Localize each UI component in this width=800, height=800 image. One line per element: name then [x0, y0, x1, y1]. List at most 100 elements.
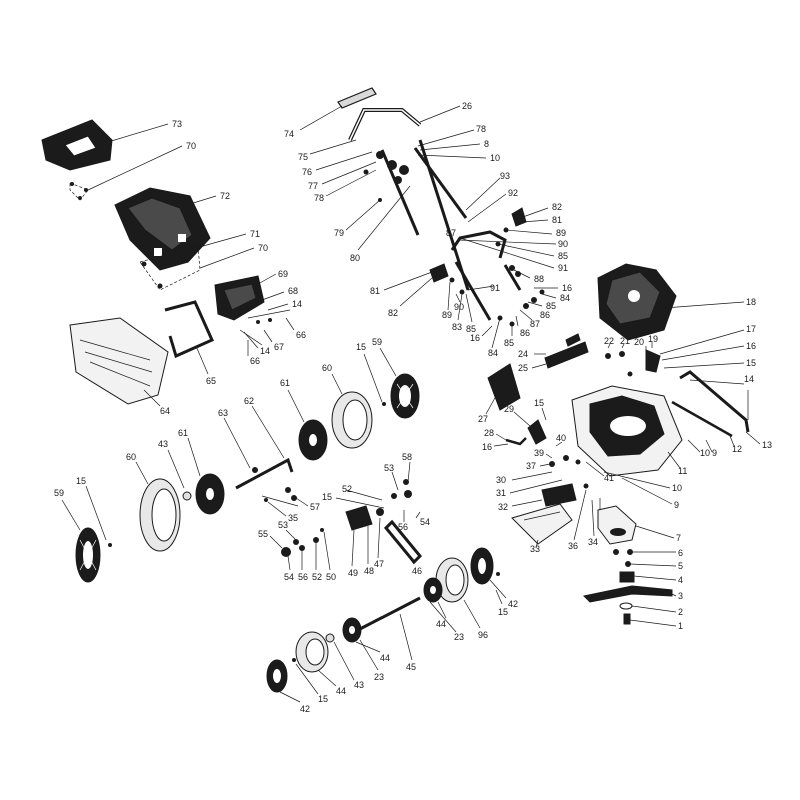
label-54: 54: [284, 572, 294, 582]
label-15: 15: [746, 358, 756, 368]
label-8: 8: [484, 139, 489, 149]
label-25: 25: [518, 363, 528, 373]
label-75: 75: [298, 152, 308, 162]
label-21: 21: [620, 336, 630, 346]
part-76-handle-clamps: [363, 151, 409, 202]
label-52: 52: [312, 572, 322, 582]
part-59-wheel-rear-left: [75, 527, 101, 583]
label-46: 46: [412, 566, 422, 576]
label-87: 87: [446, 228, 456, 238]
label-47: 47: [374, 559, 384, 569]
part-61-hubcap-right: [298, 419, 328, 461]
label-63: 63: [218, 408, 228, 418]
part-7-blade-adapter: [597, 505, 637, 545]
part-26-upper-handle: [348, 108, 422, 141]
label-78: 78: [476, 124, 486, 134]
label-74: 74: [284, 129, 294, 139]
part-44-front-tire-left: [295, 631, 329, 673]
label-66: 66: [296, 330, 306, 340]
label-6: 6: [678, 548, 683, 558]
label-15: 15: [356, 342, 366, 352]
label-89: 89: [442, 310, 452, 320]
label-69: 69: [278, 269, 288, 279]
label-19: 19: [648, 334, 658, 344]
label-90: 90: [454, 302, 464, 312]
label-58: 58: [402, 452, 412, 462]
label-79: 79: [334, 228, 344, 238]
part-69-bag-front: [214, 275, 265, 321]
label-28: 28: [484, 428, 494, 438]
part-59-wheel-rear-right: [390, 373, 420, 419]
label-2: 2: [678, 607, 683, 617]
label-44: 44: [436, 619, 446, 629]
label-59: 59: [372, 337, 382, 347]
label-62: 62: [244, 396, 254, 406]
part-54-drive-parts: [281, 479, 412, 557]
label-85: 85: [546, 301, 556, 311]
part-49-gearbox: [345, 505, 384, 531]
part-80-lower-handle: [380, 149, 420, 236]
label-24: 24: [518, 349, 528, 359]
part-44-front-hubcap-right: [423, 577, 443, 603]
part-29-lever: [527, 419, 547, 445]
label-15: 15: [318, 694, 328, 704]
label-34: 34: [588, 537, 598, 547]
part-12-rod: [671, 400, 733, 438]
label-85: 85: [504, 338, 514, 348]
label-66: 66: [250, 356, 260, 366]
label-1: 1: [678, 621, 683, 631]
part-62-rear-axle: [235, 457, 294, 490]
label-56: 56: [298, 572, 308, 582]
label-81: 81: [370, 286, 380, 296]
part-81-bracket-right: [495, 207, 527, 247]
part-44-front-hubcap-left: [342, 617, 362, 643]
label-56: 56: [398, 522, 408, 532]
label-93: 93: [500, 171, 510, 181]
label-17: 17: [746, 324, 756, 334]
part-43-cap-front: [325, 633, 335, 643]
label-70: 70: [258, 243, 268, 253]
part-73-bag-top: [41, 119, 113, 171]
label-22: 22: [604, 336, 614, 346]
label-10: 10: [490, 153, 500, 163]
label-37: 37: [526, 461, 536, 471]
label-77: 77: [308, 181, 318, 191]
part-4-hub-parts: [613, 549, 635, 583]
label-50: 50: [326, 572, 336, 582]
label-80: 80: [350, 253, 360, 263]
label-88: 88: [534, 274, 544, 284]
part-70-dashed-box: [139, 245, 201, 291]
label-15: 15: [76, 476, 86, 486]
label-14: 14: [260, 346, 270, 356]
label-29: 29: [504, 404, 514, 414]
label-13: 13: [762, 440, 772, 450]
label-55: 55: [258, 529, 268, 539]
label-43: 43: [354, 680, 364, 690]
part-57-axle-parts: [261, 487, 299, 507]
label-52: 52: [342, 484, 352, 494]
label-32: 32: [498, 502, 508, 512]
part-72-rear-cover: [114, 187, 211, 271]
label-31: 31: [496, 488, 506, 498]
leader-lines: [61, 105, 761, 703]
part-43-cap-left: [182, 491, 192, 501]
label-61: 61: [178, 428, 188, 438]
label-86: 86: [540, 310, 550, 320]
label-36: 36: [568, 541, 578, 551]
label-76: 76: [302, 167, 312, 177]
part-61-hubcap-left: [195, 473, 225, 515]
label-33: 33: [530, 544, 540, 554]
part-3-blade: [582, 585, 673, 603]
label-23: 23: [454, 632, 464, 642]
label-4: 4: [678, 575, 683, 585]
part-65-bag-frame: [164, 300, 214, 359]
part-11-deck: [571, 385, 683, 477]
part-42-front-wheel-left: [266, 659, 288, 693]
part-64-grass-bag: [69, 317, 169, 405]
part-74-handle-grip: [337, 87, 377, 109]
part-45-front-axle: [357, 596, 421, 632]
label-85: 85: [466, 324, 476, 334]
label-14: 14: [744, 374, 754, 384]
label-10: 10: [700, 448, 710, 458]
